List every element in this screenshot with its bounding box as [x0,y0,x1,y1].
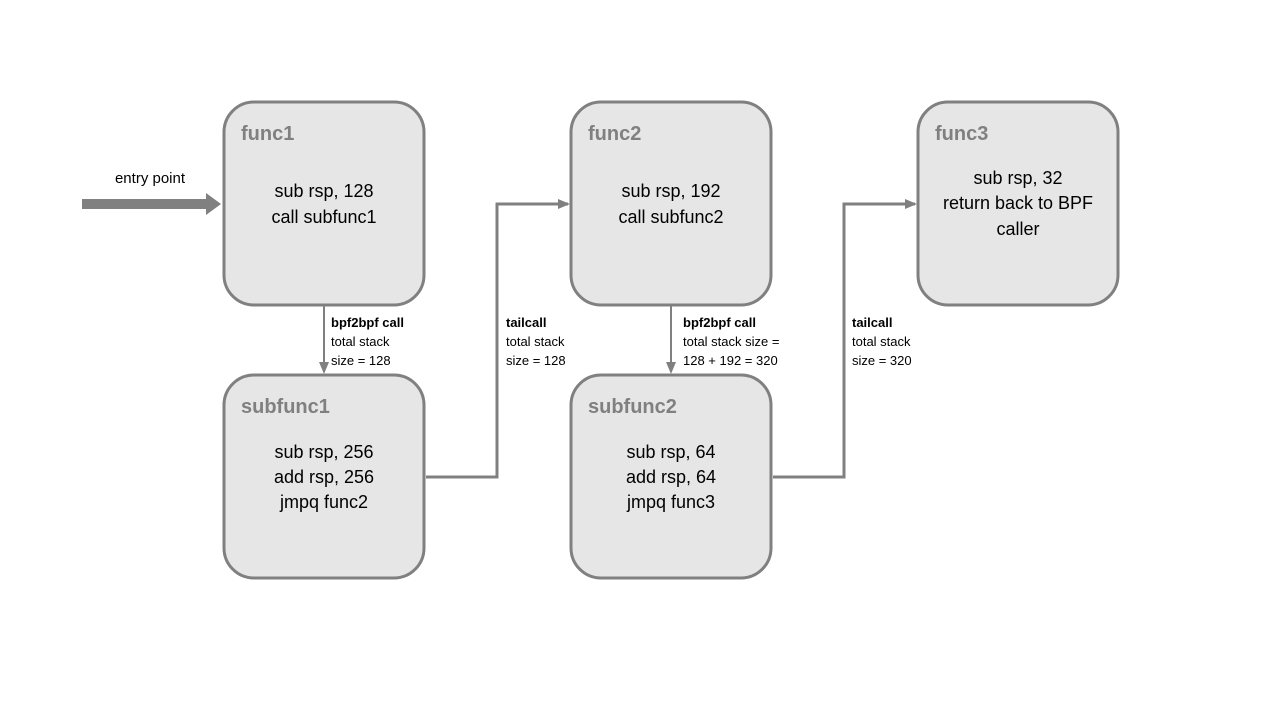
node-line: add rsp, 64 [626,467,716,487]
node-line: sub rsp, 128 [274,181,373,201]
node-line: add rsp, 256 [274,467,374,487]
edge-text-line: total stack [331,334,390,349]
node-line: sub rsp, 192 [621,181,720,201]
node-line: return back to BPF [943,193,1093,213]
node-line: sub rsp, 32 [973,168,1062,188]
entry-point: entry point [82,170,221,215]
node-title: func1 [241,123,294,145]
node-func3: func3 sub rsp, 32 return back to BPF cal… [916,100,1120,307]
edge-heading: tailcall [506,315,546,330]
edge-heading: tailcall [852,315,892,330]
node-title: subfunc1 [241,396,330,418]
node-line: caller [996,219,1039,239]
edge-text-line: size = 128 [331,353,391,368]
entry-point-arrow-head [206,193,221,215]
node-subfunc1: subfunc1 sub rsp, 256 add rsp, 256 jmpq … [222,373,426,580]
node-line: jmpq func2 [279,492,368,512]
edge-label-subfunc2-to-func3: tailcall total stack size = 320 [852,315,912,368]
connector-subfunc1-to-func2 [426,199,570,479]
node-title: func2 [588,123,641,145]
node-line: call subfunc1 [271,207,376,227]
edge-label-func2-to-subfunc2: bpf2bpf call total stack size = 128 + 19… [683,315,779,368]
node-subfunc2: subfunc2 sub rsp, 64 add rsp, 64 jmpq fu… [569,373,773,580]
node-line: call subfunc2 [618,207,723,227]
edge-text-line: total stack [506,334,565,349]
edge-label-subfunc1-to-func2: tailcall total stack size = 128 [506,315,566,368]
edge-heading: bpf2bpf call [331,315,404,330]
node-func1: func1 sub rsp, 128 call subfunc1 [222,100,426,307]
node-line: jmpq func3 [626,492,715,512]
edge-text-line: size = 320 [852,353,912,368]
edge-text-line: total stack [852,334,911,349]
edge-heading: bpf2bpf call [683,315,756,330]
edge-label-func1-to-subfunc1: bpf2bpf call total stack size = 128 [331,315,404,368]
node-title: func3 [935,123,988,145]
entry-point-label: entry point [115,170,186,187]
node-line: sub rsp, 64 [626,442,715,462]
node-title: subfunc2 [588,396,677,418]
edge-text-line: 128 + 192 = 320 [683,353,778,368]
node-func2: func2 sub rsp, 192 call subfunc2 [569,100,773,307]
node-line: sub rsp, 256 [274,442,373,462]
edge-text-line: total stack size = [683,334,779,349]
connector-subfunc2-to-func3 [773,199,917,479]
edge-text-line: size = 128 [506,353,566,368]
